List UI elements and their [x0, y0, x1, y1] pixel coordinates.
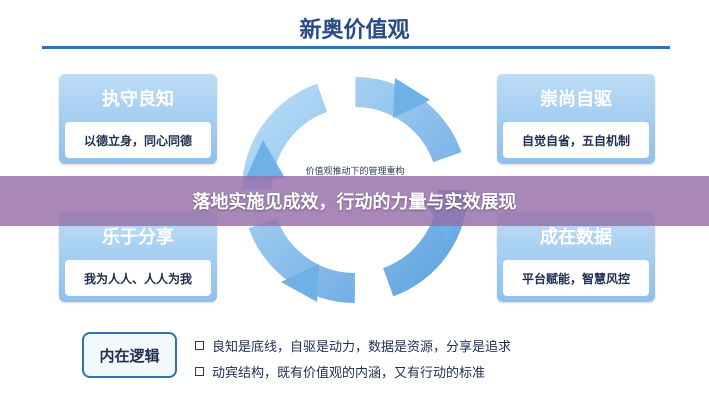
list-item-text: 良知是底线，自驱是动力，数据是资源，分享是追求 [212, 339, 512, 355]
value-card-desc: 我为人人、人人为我 [65, 260, 211, 296]
list-item: 良知是底线，自驱是动力，数据是资源，分享是追求 [195, 334, 511, 356]
checkbox-square-icon [195, 366, 204, 376]
banner-text: 落地实施见成效，行动的力量与实效展现 [192, 192, 517, 213]
arrow-head-bottom-left-icon [281, 264, 319, 302]
value-card-title: 乐于分享 [102, 227, 174, 248]
checkbox-square-icon [195, 340, 204, 350]
cycle-center-label: 价值观推动下的管理重构 [305, 167, 405, 177]
value-card-desc: 以德立身，同心同德 [65, 122, 211, 158]
arrow-head-top-right-icon [393, 78, 430, 118]
arrow-head-left-icon [245, 140, 285, 180]
list-item-text: 动宾结构，既有价值观的内涵，又有行动的标准 [212, 365, 486, 381]
list-item: 动宾结构，既有价值观的内涵，又有行动的标准 [195, 360, 511, 382]
value-card-desc: 自觉自省，五自机制 [503, 122, 649, 158]
value-card-desc: 平台赋能，智慧风控 [503, 260, 649, 296]
value-card-self-drive: 崇尚自驱 自觉自省，五自机制 [497, 74, 655, 164]
title-divider [42, 46, 670, 49]
page-title: 新奥价值观 [299, 18, 410, 43]
logic-bullet-list: 良知是底线，自驱是动力，数据是资源，分享是追求 动宾结构，既有价值观的内涵，又有… [195, 334, 511, 386]
value-card-sharing: 乐于分享 我为人人、人人为我 [59, 212, 217, 302]
inner-logic-button[interactable]: 内在逻辑 [82, 332, 177, 378]
value-card-title: 崇尚自驱 [540, 89, 612, 110]
value-card-data: 成在数据 平台赋能，智慧风控 [497, 212, 655, 302]
overlay-banner: 落地实施见成效，行动的力量与实效展现 [0, 176, 709, 226]
value-card-title: 成在数据 [540, 227, 612, 248]
value-card-title: 执守良知 [102, 89, 174, 110]
value-card-conscience: 执守良知 以德立身，同心同德 [59, 74, 217, 164]
